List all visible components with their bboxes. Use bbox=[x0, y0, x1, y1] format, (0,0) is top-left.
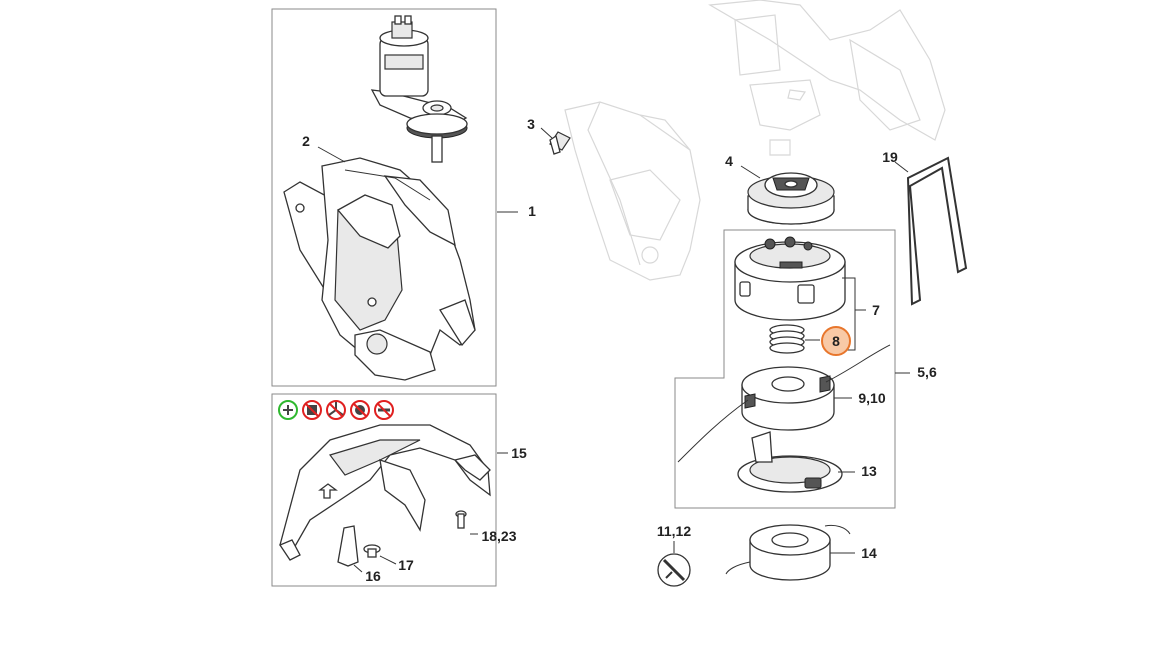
gear-cover-4 bbox=[747, 172, 835, 225]
cutter-forbidden-icon bbox=[374, 400, 394, 420]
callout-8-highlight: 8 bbox=[821, 326, 851, 356]
guard bbox=[279, 424, 491, 561]
callout-2: 2 bbox=[302, 133, 310, 149]
motor bbox=[370, 15, 468, 163]
callout-14: 14 bbox=[861, 545, 877, 561]
spool-13 bbox=[737, 431, 843, 493]
callout-13: 13 bbox=[861, 463, 877, 479]
line-spool-14 bbox=[725, 524, 851, 581]
spool-housing-9-10 bbox=[677, 344, 891, 463]
three-tooth-blade-forbidden-icon bbox=[326, 400, 346, 420]
callout-4: 4 bbox=[725, 153, 733, 169]
line-head-allowed-icon bbox=[278, 400, 298, 420]
tool-11-12 bbox=[657, 553, 691, 587]
callout-3: 3 bbox=[527, 116, 535, 132]
callout-7: 7 bbox=[872, 302, 880, 318]
callout-15: 15 bbox=[511, 445, 527, 461]
group-box-5-6 bbox=[674, 229, 896, 509]
background-ghost-housing-left bbox=[564, 101, 701, 281]
leader-lines bbox=[317, 127, 910, 573]
callout-9-10: 9,10 bbox=[858, 390, 885, 406]
cap-7 bbox=[734, 236, 846, 321]
group-box-15 bbox=[271, 393, 497, 587]
screw-3 bbox=[549, 131, 571, 155]
clip-16 bbox=[337, 525, 359, 567]
highlight-circle bbox=[821, 326, 851, 356]
callout-8: 8 bbox=[832, 333, 840, 349]
callout-11-12: 11,12 bbox=[657, 523, 691, 539]
callout-19: 19 bbox=[882, 149, 898, 165]
compatibility-icons bbox=[278, 400, 394, 420]
blade-forbidden-icon bbox=[302, 400, 322, 420]
callout-18-23: 18,23 bbox=[481, 528, 516, 544]
spring-8 bbox=[769, 324, 805, 354]
callout-17: 17 bbox=[398, 557, 414, 573]
motor-housing bbox=[283, 157, 476, 381]
callout-16: 16 bbox=[365, 568, 381, 584]
callout-1: 1 bbox=[528, 203, 536, 219]
callout-5-6: 5,6 bbox=[917, 364, 937, 380]
background-ghost-housing-right bbox=[708, 0, 946, 156]
group-box-1 bbox=[271, 8, 497, 387]
saw-blade-forbidden-icon bbox=[350, 400, 370, 420]
pin-17 bbox=[363, 544, 381, 558]
screw-18-23 bbox=[455, 510, 467, 529]
wire-guard-19 bbox=[906, 156, 968, 306]
